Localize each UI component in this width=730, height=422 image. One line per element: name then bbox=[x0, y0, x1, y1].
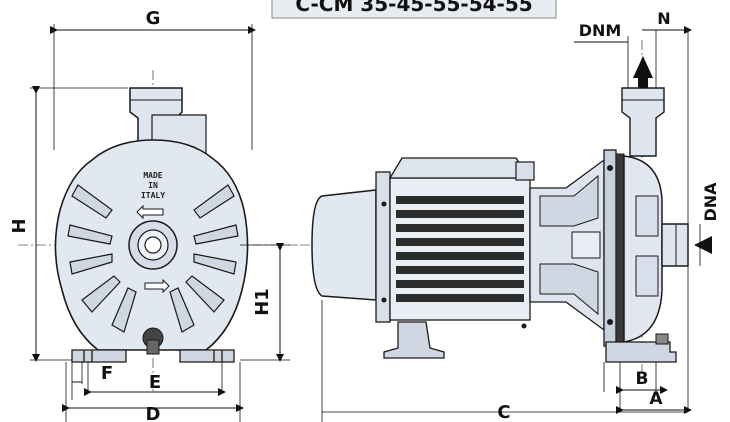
discharge-flow-arrow-icon bbox=[633, 56, 653, 88]
pump-feet bbox=[71, 349, 235, 363]
suction-flow-arrow-icon bbox=[694, 236, 712, 254]
dim-G: G bbox=[146, 8, 161, 29]
terminal-box bbox=[388, 157, 532, 179]
dim-A: A bbox=[649, 389, 663, 409]
dim-H: H bbox=[9, 218, 30, 233]
svg-text:MADE: MADE bbox=[143, 171, 162, 180]
front-view: MADE IN ITALY bbox=[9, 8, 300, 422]
flange-plate bbox=[603, 149, 617, 347]
model-header: C-CM 35-45-55-54-55 bbox=[271, 0, 557, 19]
motor-end-cover bbox=[311, 189, 377, 301]
pump-foot-side bbox=[605, 341, 677, 363]
dim-N: N bbox=[657, 9, 670, 28]
rotation-arrow-icon bbox=[144, 278, 170, 294]
discharge-outlet-side bbox=[621, 87, 665, 157]
svg-text:IN: IN bbox=[148, 181, 158, 190]
dim-C: C bbox=[497, 402, 510, 422]
dim-B: B bbox=[636, 369, 649, 389]
side-view: DNM N DNA B A C bbox=[300, 9, 720, 422]
casting-inscription: MADE IN ITALY bbox=[141, 171, 165, 200]
dim-H1: H1 bbox=[252, 288, 273, 316]
dim-DNA: DNA bbox=[701, 182, 720, 222]
volute-side bbox=[623, 155, 663, 343]
svg-text:ITALY: ITALY bbox=[141, 191, 165, 200]
rotation-arrow-icon bbox=[136, 204, 164, 220]
dim-F: F bbox=[101, 363, 113, 384]
motor-foot bbox=[383, 321, 445, 359]
dim-E: E bbox=[149, 372, 161, 393]
suction-inlet bbox=[661, 223, 689, 267]
model-header-text: C-CM 35-45-55-54-55 bbox=[295, 0, 532, 16]
dim-D: D bbox=[146, 404, 161, 422]
dim-DNM: DNM bbox=[579, 21, 622, 40]
cooling-fins bbox=[396, 196, 524, 302]
